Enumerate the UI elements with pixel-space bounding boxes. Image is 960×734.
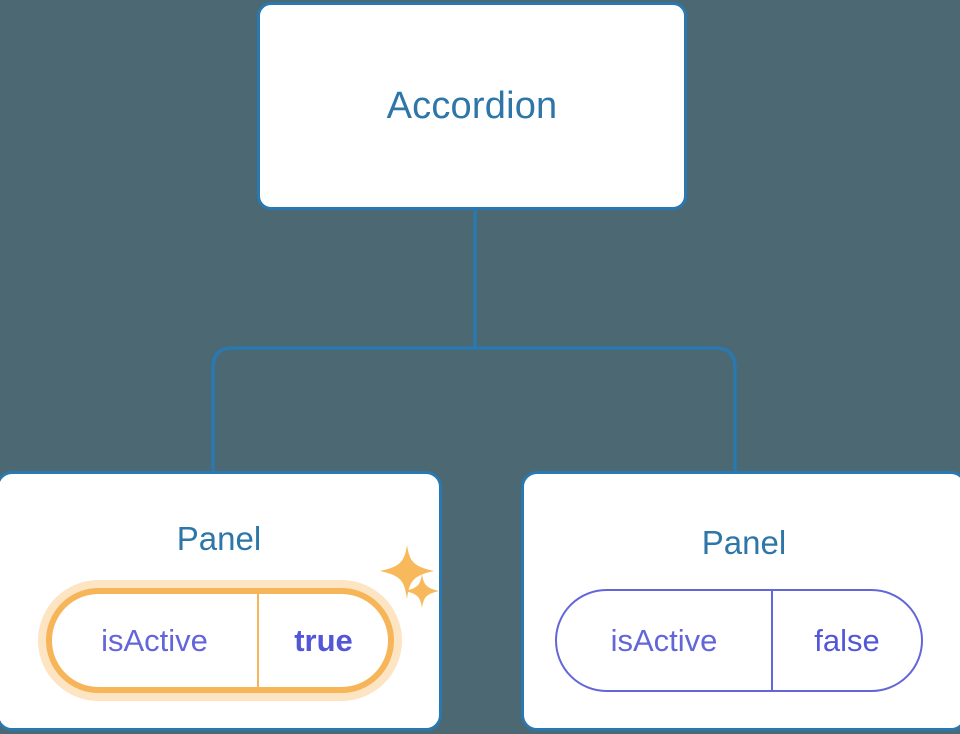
prop-key: isActive [557,591,773,690]
connector-branch-to-left-panel [211,346,475,474]
prop-value: true [294,622,353,658]
prop-key: isActive [52,594,259,687]
prop-value: false [814,622,880,658]
node-panel-right-title: Panel [701,524,787,561]
node-accordion[interactable]: Accordion [257,2,687,210]
node-accordion-title: Accordion [386,85,558,127]
prop-pill-isactive-true[interactable]: isActive true [46,588,394,693]
connector-branch-to-right-panel [475,346,737,474]
prop-pill-isactive-false[interactable]: isActive false [555,589,923,692]
node-panel-left-title: Panel [176,520,262,557]
